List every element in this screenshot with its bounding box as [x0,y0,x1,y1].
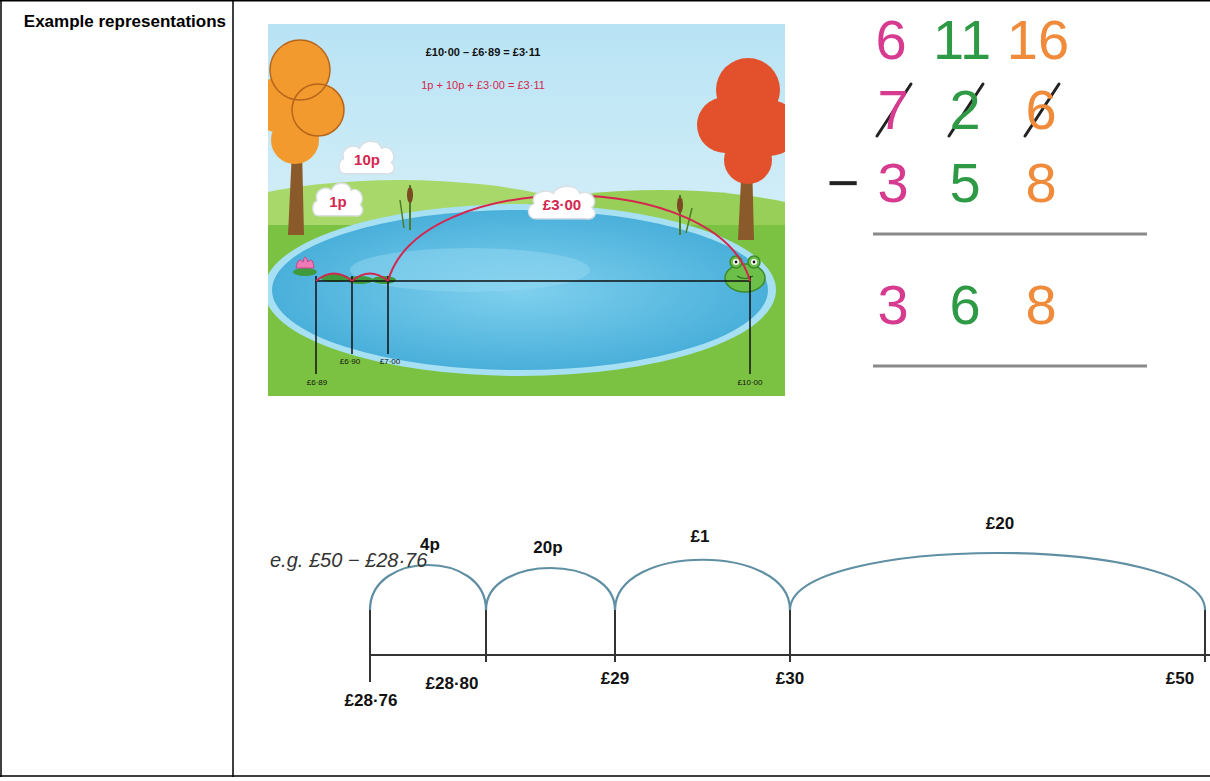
frog-eye-white [733,259,739,265]
number-line-value: £28·80 [426,674,479,694]
cloud: £3·00 [526,184,598,221]
reed-head [677,197,683,213]
jump-label: 20p [533,538,562,558]
pond-illustration [268,24,785,396]
cloud-outline [339,142,394,175]
frog [725,256,765,292]
jump-arc [615,560,790,610]
cloud-outline [528,187,595,220]
table-rule [0,0,1210,2]
pond [272,210,768,370]
frog-eye [748,256,760,268]
number-line-value: £29 [601,669,629,689]
frog-eye-white [751,259,757,265]
equation: 1p + 10p + £3·00 = £3·11 [421,79,545,92]
tick [351,276,353,354]
tree-canopy [268,40,344,164]
equation: £10·00 – £6·89 = £3·11 [426,46,541,59]
number-line-value: £50 [1166,669,1194,689]
cloud: 10p [337,139,397,176]
minus-sign: − [827,151,860,215]
lily-pad [293,268,317,276]
tick [614,610,616,662]
tick [315,276,317,374]
table-rule [0,0,2,777]
jump-arc [388,196,750,282]
number-line-value: £30 [776,669,804,689]
jump-arcs [370,553,1205,610]
jump-arc [352,274,388,282]
jump-arc [370,565,486,610]
tree-outline [270,40,344,136]
table-rule [232,0,234,777]
frog-pupil [753,261,756,264]
tick [369,610,371,682]
exchanged-digit: 11 [933,8,991,72]
tree-outline-part [292,84,344,136]
reeds [400,185,692,235]
exchanged-digit: 6 [875,8,906,72]
jump-label: £1 [691,527,710,547]
number-line-value: £28·76 [345,691,398,711]
cell-heading: Example representations [21,10,226,34]
reed-leaf [400,200,404,228]
tree-canopy-part [292,84,344,136]
tick [1204,610,1206,662]
subtrahend-digit: 5 [949,151,980,215]
answer-digit: 8 [1025,273,1056,337]
jump-label: 4p [420,535,440,555]
answer-digit: 3 [877,273,908,337]
jump-arc [316,274,352,282]
tree-canopy-part [724,136,772,184]
pond-edge [268,204,776,376]
crossed-digit: 7 [877,78,908,142]
pond-shine [350,248,590,292]
tick [485,610,487,662]
tick [387,276,389,354]
water-lily [293,257,396,284]
answer-rule [873,365,1147,368]
jump-arc [790,553,1205,610]
number-line-value: £6·90 [340,357,360,366]
subtrahend-digit: 3 [877,151,908,215]
cloud-amount: 1p [328,193,348,210]
jump-label: £20 [986,514,1014,534]
cloud-outline [313,184,363,217]
lily-flower [296,257,314,268]
jump-arc [486,568,615,610]
subtrahend-digit: 8 [1025,151,1056,215]
tick [749,276,751,374]
cloud: 1p [311,181,365,218]
table-rule [0,775,1210,777]
tree-canopy [697,58,785,184]
reed-head [407,187,413,203]
cloud-amount: 10p [354,151,380,168]
example-heading: e.g. £50 − £28·76 [270,549,427,572]
answer-rule [873,233,1147,236]
answer-digit: 6 [949,273,980,337]
tick [789,610,791,662]
crossed-digit: 6 [1025,78,1056,142]
number-line-value: £6·89 [307,378,327,387]
crossed-digit: 2 [949,78,980,142]
pond-number-line [316,276,750,374]
money-number-line [370,553,1210,682]
frog-pupil [735,261,738,264]
number-line [316,280,750,282]
number-line-value: £10·00 [738,378,763,387]
cloud-amount: £3·00 [543,196,581,213]
exchanged-digit: 16 [1007,8,1069,72]
answer-rules [873,234,1147,366]
number-line-value: £7·00 [380,357,400,366]
